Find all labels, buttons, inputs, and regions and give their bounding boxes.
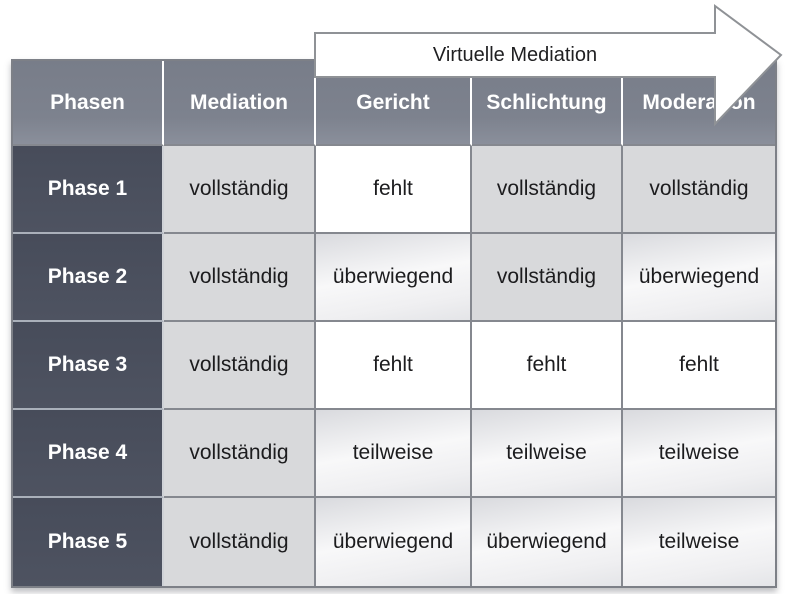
table-row-phase-1: Phase 1 vollständig fehlt vollständig vo…: [13, 146, 775, 234]
cell-phase4-moderation: teilweise: [623, 410, 775, 498]
cell-phase2-gericht: überwiegend: [316, 234, 472, 322]
column-header-schlichtung: Schlichtung: [472, 61, 623, 146]
cell-phase5-schlichtung: überwiegend: [472, 498, 623, 586]
column-header-gericht: Gericht: [316, 61, 472, 146]
cell-phase4-schlichtung: teilweise: [472, 410, 623, 498]
cell-phase1-gericht: fehlt: [316, 146, 472, 234]
column-header-moderation: Moderation: [623, 61, 775, 146]
cell-phase5-moderation: teilweise: [623, 498, 775, 586]
row-header-phase-1: Phase 1: [13, 146, 164, 234]
cell-phase5-mediation: vollständig: [164, 498, 316, 586]
header-row: Phasen Mediation Gericht Schlichtung Mod…: [13, 61, 775, 146]
cell-phase5-gericht: überwiegend: [316, 498, 472, 586]
cell-phase1-moderation: vollständig: [623, 146, 775, 234]
table-row-phase-3: Phase 3 vollständig fehlt fehlt fehlt: [13, 322, 775, 410]
cell-phase2-schlichtung: vollständig: [472, 234, 623, 322]
cell-phase4-mediation: vollständig: [164, 410, 316, 498]
table-row-phase-5: Phase 5 vollständig überwiegend überwieg…: [13, 498, 775, 586]
row-header-phase-5: Phase 5: [13, 498, 164, 586]
phase-comparison-table: Phasen Mediation Gericht Schlichtung Mod…: [11, 59, 777, 588]
table-row-phase-4: Phase 4 vollständig teilweise teilweise …: [13, 410, 775, 498]
cell-phase3-mediation: vollständig: [164, 322, 316, 410]
row-header-phase-2: Phase 2: [13, 234, 164, 322]
cell-phase1-mediation: vollständig: [164, 146, 316, 234]
cell-phase3-schlichtung: fehlt: [472, 322, 623, 410]
cell-phase3-gericht: fehlt: [316, 322, 472, 410]
cell-phase1-schlichtung: vollständig: [472, 146, 623, 234]
cell-phase2-mediation: vollständig: [164, 234, 316, 322]
cell-phase4-gericht: teilweise: [316, 410, 472, 498]
row-header-phase-3: Phase 3: [13, 322, 164, 410]
cell-phase2-moderation: überwiegend: [623, 234, 775, 322]
column-header-phasen: Phasen: [13, 61, 164, 146]
row-header-phase-4: Phase 4: [13, 410, 164, 498]
column-header-mediation: Mediation: [164, 61, 316, 146]
cell-phase3-moderation: fehlt: [623, 322, 775, 410]
table-row-phase-2: Phase 2 vollständig überwiegend vollstän…: [13, 234, 775, 322]
